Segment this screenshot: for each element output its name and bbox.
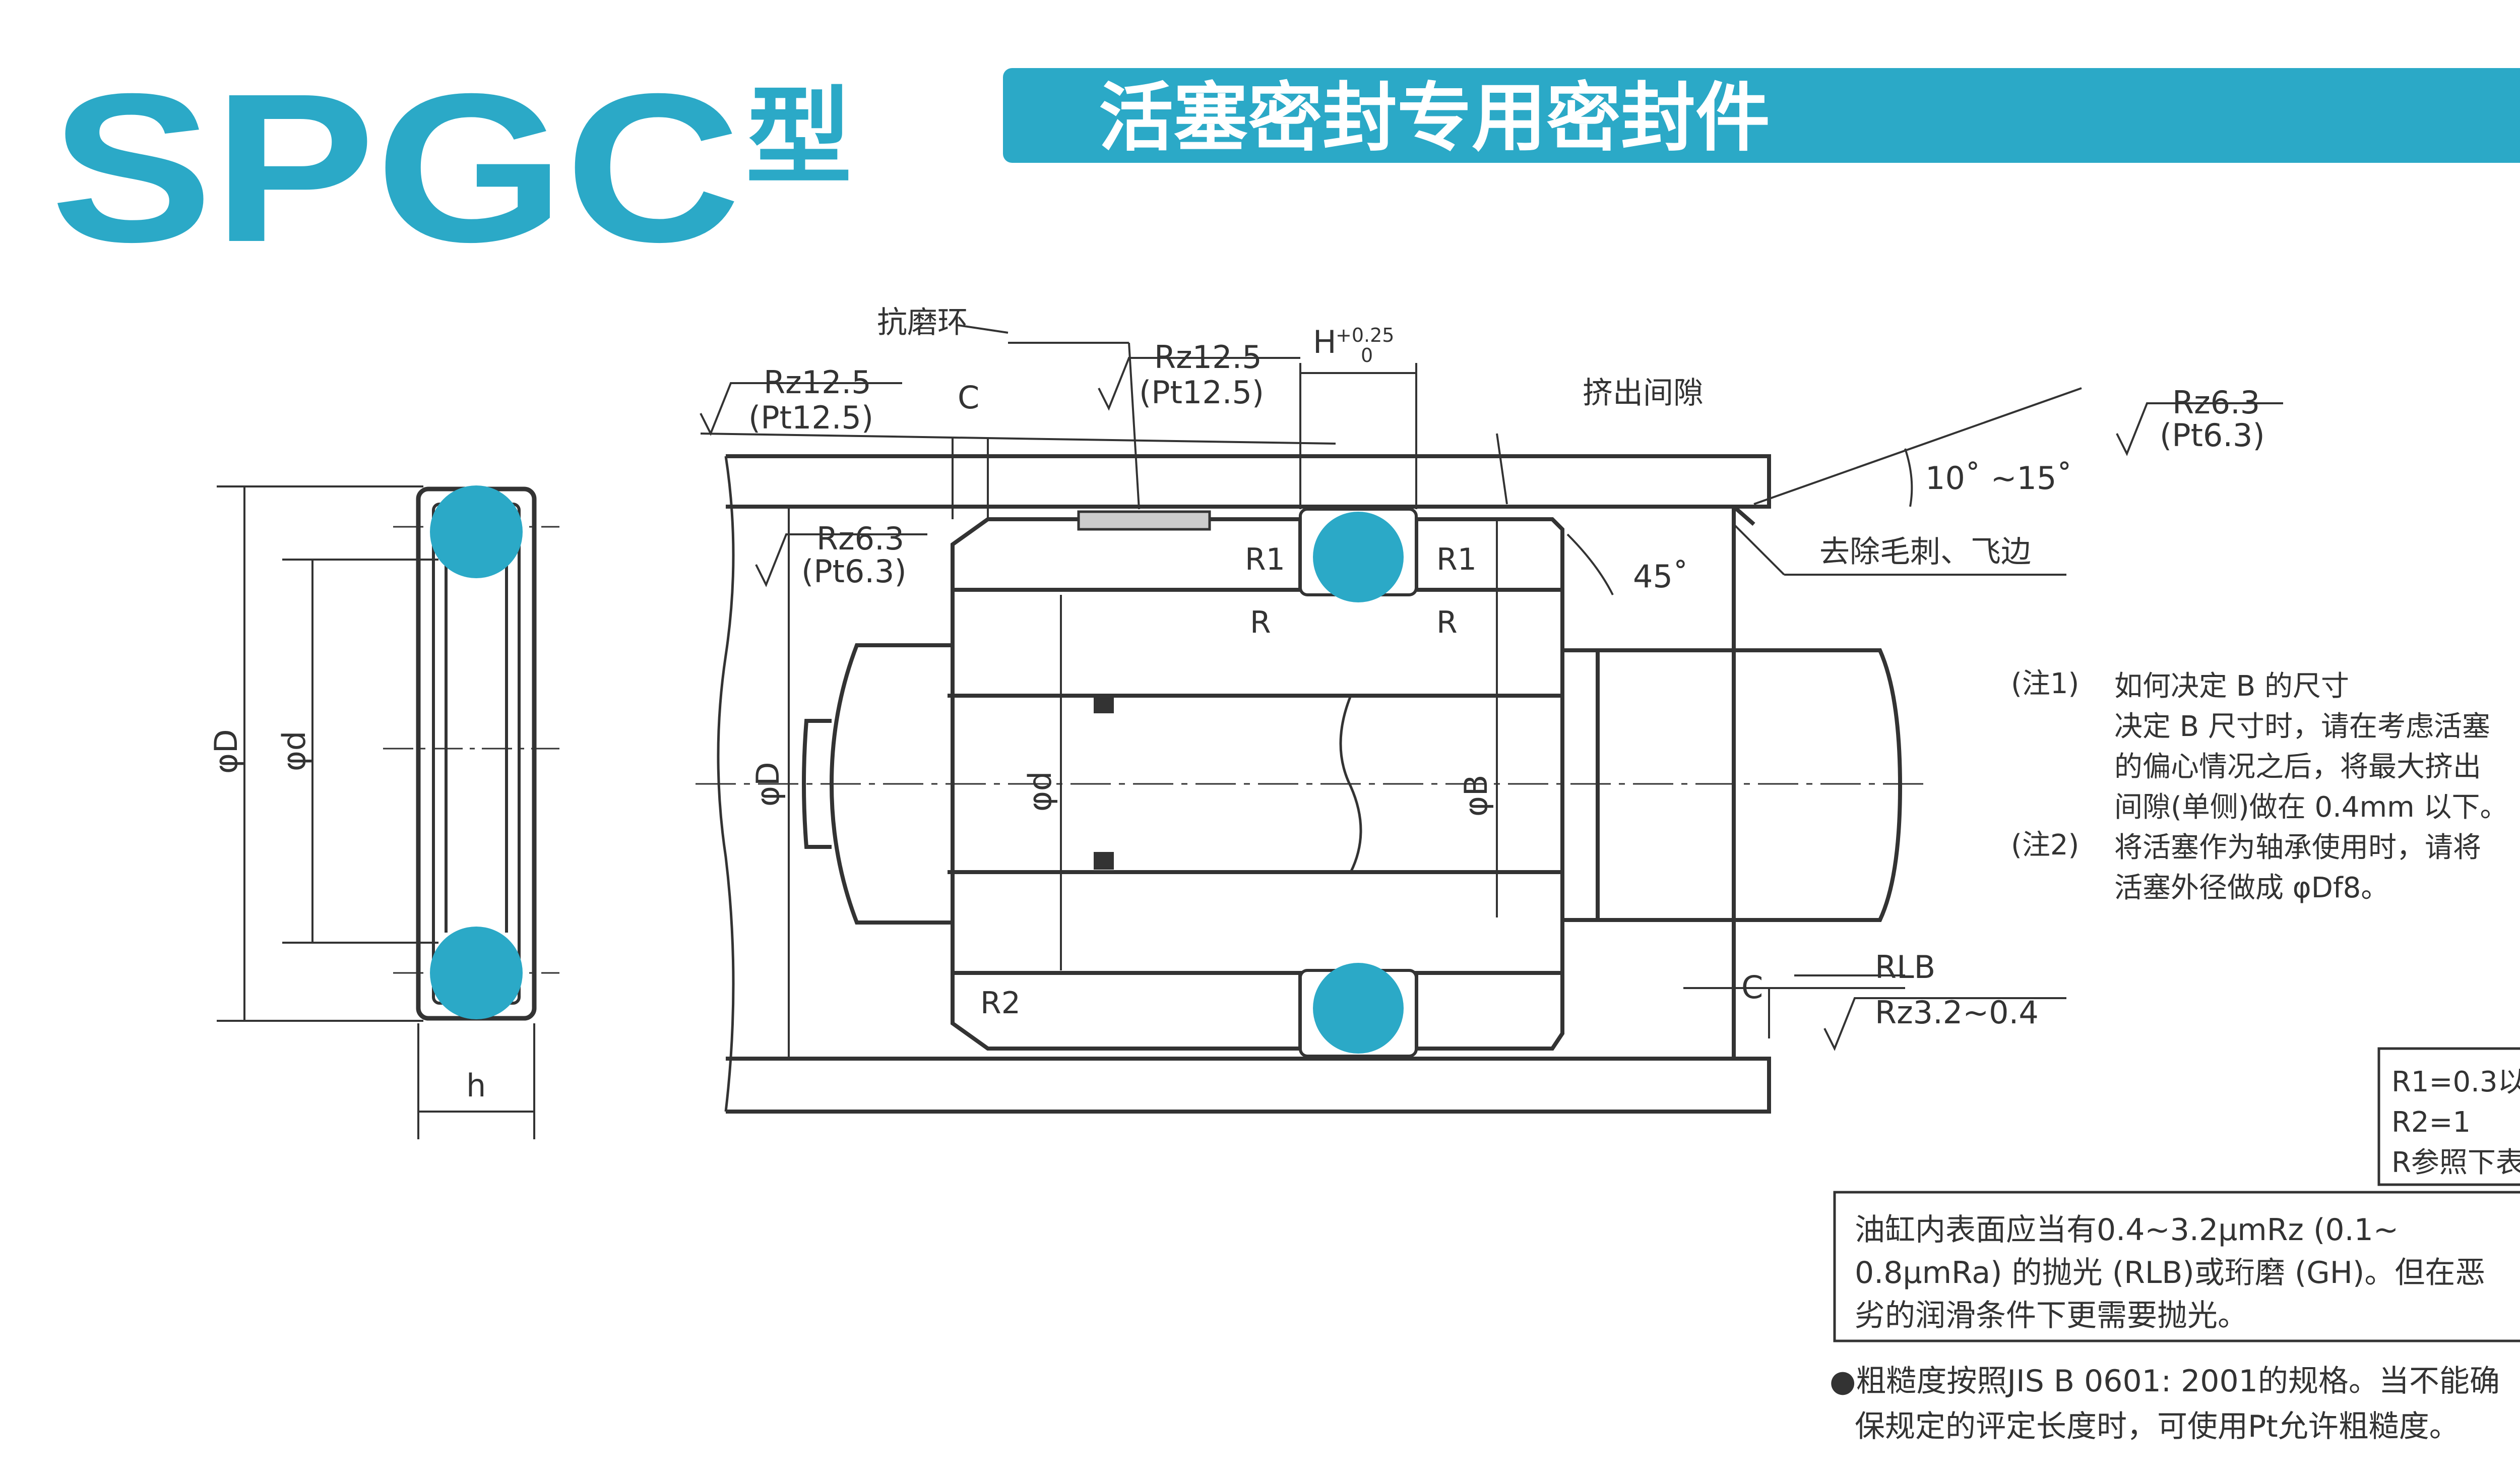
label-angle-45: 45˚ <box>1633 558 1688 595</box>
surface-line: 0.8μmRa) 的抛光 (RLB)或珩磨 (GH)。但在恶 <box>1855 1255 2485 1291</box>
radius-line-1: R1=0.3以下 <box>2391 1066 2520 1098</box>
rod-break <box>1339 695 1362 873</box>
label-rough-bottom-rz: Rz6.3 <box>816 520 904 557</box>
label-rough-groove-pt: (Pt12.5) <box>1139 374 1264 411</box>
roughness-symbol-outer <box>700 382 902 436</box>
cylinder-bore <box>717 454 1771 1114</box>
seal-oring-top <box>430 485 523 578</box>
seal-oring-bottom <box>430 927 523 1019</box>
piston-rod <box>953 694 1562 874</box>
left-dimensions <box>217 485 535 1139</box>
arc-45 <box>1566 533 1614 595</box>
radius-line-3: R参照下表 <box>2391 1146 2520 1179</box>
label-phi-d-section: φd <box>1022 771 1058 812</box>
label-H-tol-upper: +0.25 <box>1336 324 1394 346</box>
note1-line: 决定 B 尺寸时，请在考虑活塞 <box>2114 710 2490 743</box>
note1-label: (注1) <box>2011 667 2079 700</box>
rod-and-nut <box>802 643 1903 925</box>
label-h: h <box>466 1067 486 1104</box>
seal-section-top <box>1313 512 1404 602</box>
label-rough-outer-rz: Rz12.5 <box>764 364 871 401</box>
label-rough-bottom-pt: (Pt6.3) <box>801 553 907 590</box>
label-H: H <box>1313 324 1337 360</box>
label-R2: R2 <box>980 986 1021 1021</box>
roughness-symbols <box>700 357 2283 1051</box>
label-rough-groove-rz: Rz12.5 <box>1154 339 1262 376</box>
note2-line: 将活塞作为轴承使用时，请将 <box>2114 831 2481 864</box>
label-rough-chamfer-rz: Rz6.3 <box>2172 384 2260 421</box>
note1-title: 如何决定 B 的尺寸 <box>2114 670 2349 703</box>
label-rough-outer-pt: (Pt12.5) <box>748 399 873 436</box>
label-rough-bore: Rz3.2~0.4 <box>1875 994 2039 1031</box>
surface-line: 劣的润滑条件下更需要抛光。 <box>1855 1298 2248 1333</box>
note1-line: 的偏心情况之后，将最大挤出 <box>2114 751 2481 783</box>
label-R1-left: R1 <box>1245 542 1285 577</box>
label-H-tol-lower: 0 <box>1361 344 1373 366</box>
model-suffix: 型 <box>746 78 852 197</box>
label-rough-chamfer-pt: (Pt6.3) <box>2160 417 2265 454</box>
roughness-symbol-groove <box>1098 357 1300 411</box>
chamfer-edge <box>1732 505 1755 526</box>
arc-10-15 <box>1904 448 1913 507</box>
cylinder-outer <box>726 454 1771 1114</box>
model-title: SPGC <box>50 50 741 286</box>
note2-line: 活塞外径做成 φDf8。 <box>2114 872 2389 904</box>
nut <box>829 643 955 925</box>
label-phi-B: φB <box>1458 775 1494 817</box>
surface-finish-box <box>1833 1191 2520 1342</box>
label-wear-ring: 抗磨环 <box>877 305 968 340</box>
note1-line: 间隙(单侧)做在 0.4mm 以下。 <box>2114 791 2508 824</box>
label-R-right: R <box>1436 605 1458 640</box>
label-deburr: 去除毛刺、飞边 <box>1819 534 2031 570</box>
radius-line-2: R2=1 <box>2391 1106 2471 1139</box>
label-RLB: RLB <box>1875 949 1935 986</box>
label-R-left: R <box>1250 605 1271 640</box>
bolt-end <box>802 719 832 849</box>
cylinder-break-left <box>717 456 735 1112</box>
footnote-line: 保规定的评定长度时，可使用Pt允许粗糙度。 <box>1855 1409 2460 1444</box>
oring-small-top <box>1094 696 1114 713</box>
label-extrusion-gap: 挤出间隙 <box>1583 376 1704 411</box>
label-C-top: C <box>958 379 979 416</box>
note2-label: (注2) <box>2011 829 2079 862</box>
label-phi-D-section: φD <box>749 762 786 807</box>
section-dimensions <box>700 324 2082 1059</box>
label-phi-D-left: φD <box>208 729 244 774</box>
footnote-line: ●粗糙度按照JIS B 0601: 2001的规格。当不能确 <box>1830 1364 2500 1399</box>
label-angle-range: 10˚ ~15˚ <box>1925 460 2072 497</box>
roughness-symbol-bottom <box>755 533 927 587</box>
banner-bar <box>1003 68 2520 163</box>
label-R1-right: R1 <box>1436 542 1477 577</box>
roughness-symbol-bore <box>1823 997 2066 1051</box>
banner-title: 活塞密封专用密封件 <box>1099 75 1770 161</box>
label-phi-d-left: φd <box>276 731 312 771</box>
label-C-bottom: C <box>1741 969 1763 1006</box>
oring-small-bottom <box>1094 852 1114 870</box>
seal-section-bottom <box>1313 963 1404 1054</box>
notes-block: (注1) 如何决定 B 的尺寸 决定 B 尺寸时，请在考虑活塞 的偏心情况之后，… <box>2011 667 2508 904</box>
roughness-symbol-chamfer <box>2116 402 2283 456</box>
radius-table <box>2377 1047 2520 1186</box>
wear-ring <box>1077 510 1211 531</box>
rod-end <box>1562 648 1903 922</box>
surface-line: 油缸内表面应当有0.4~3.2μmRz (0.1~ <box>1855 1212 2399 1248</box>
